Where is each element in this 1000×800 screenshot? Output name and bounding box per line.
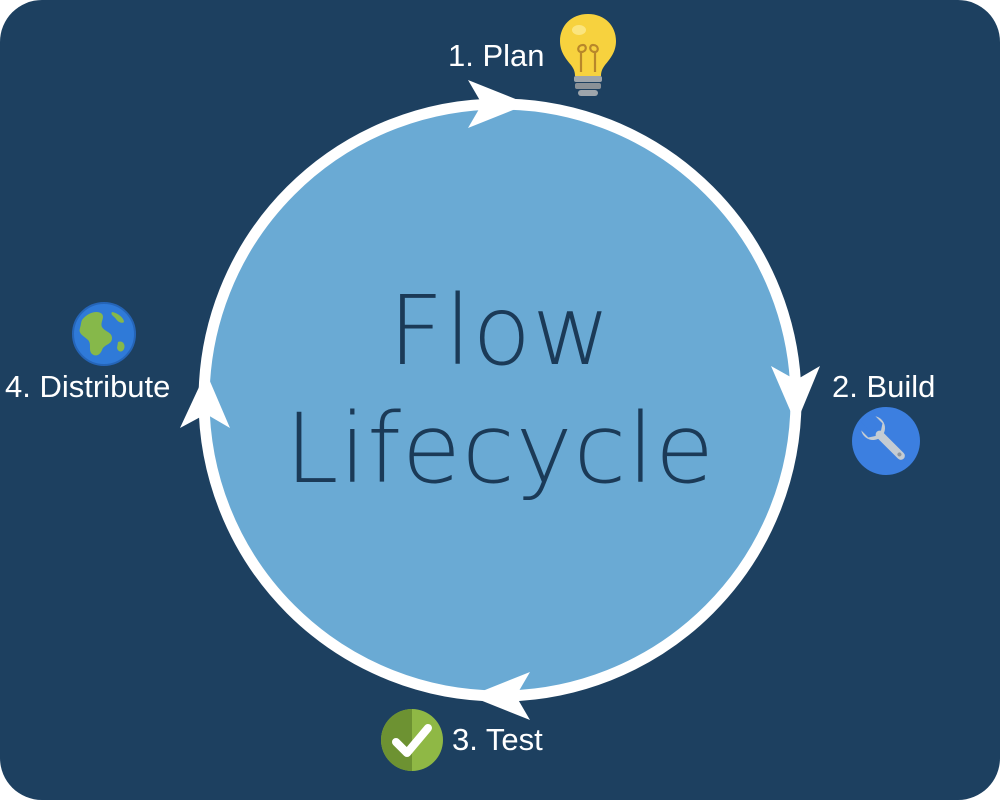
arrow-distribute-to-plan bbox=[180, 372, 230, 428]
arrow-build-to-test bbox=[771, 366, 820, 424]
checkmark-icon bbox=[381, 709, 443, 771]
wrench-icon bbox=[852, 407, 920, 475]
arrow-plan-to-build bbox=[468, 80, 528, 128]
step-build-label: 2. Build bbox=[832, 369, 936, 404]
diagram-title: Flow Lifecycle bbox=[250, 272, 750, 508]
arrow-test-to-distribute bbox=[470, 672, 530, 720]
step-test-label: 3. Test bbox=[452, 722, 543, 757]
title-line-2: Lifecycle bbox=[284, 393, 716, 505]
globe-icon bbox=[72, 302, 136, 366]
step-plan-label: 1. Plan bbox=[448, 38, 545, 73]
lightbulb-icon bbox=[560, 14, 616, 96]
step-distribute-label: 4. Distribute bbox=[5, 369, 171, 404]
title-line-1: Flow bbox=[388, 275, 612, 387]
